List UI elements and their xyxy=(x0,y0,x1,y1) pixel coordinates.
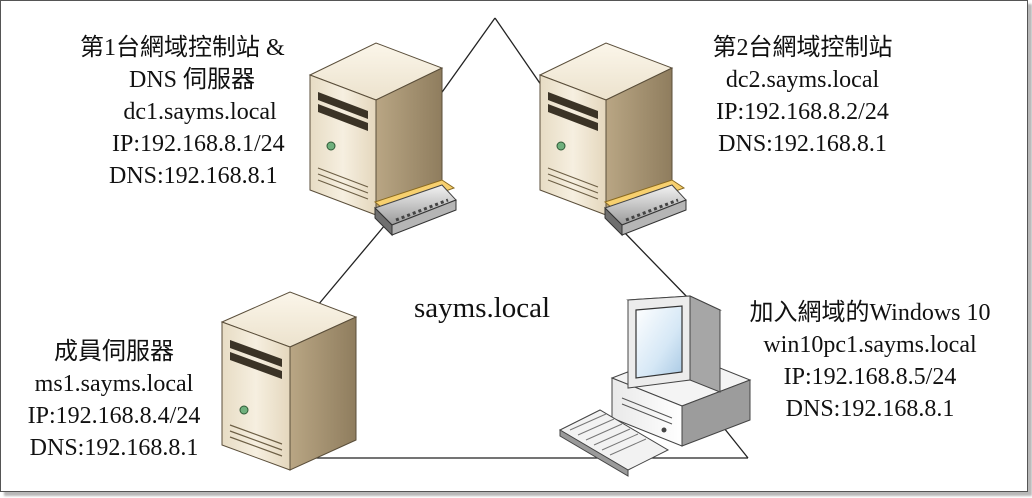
dc2-title: 第2台網域控制站 xyxy=(712,35,893,61)
domain-name-label: sayms.local xyxy=(414,292,551,324)
dc1-dns: DNS:192.168.8.1 xyxy=(108,163,278,189)
client-label: 加入網域的Windows 10 win10pc1.sayms.local IP:… xyxy=(724,297,1016,425)
link-dc1-top xyxy=(439,17,496,96)
dc1-title-line1: 第1台網域控制站 & xyxy=(80,35,285,61)
link-dc2-top xyxy=(494,17,549,96)
dc1-hostname: dc1.sayms.local xyxy=(123,99,277,125)
link-dc1-ms1 xyxy=(317,224,386,306)
client-pc-icon xyxy=(558,295,752,477)
ms1-hostname: ms1.sayms.local xyxy=(34,371,194,397)
dc2-dns: DNS:192.168.8.1 xyxy=(718,131,887,157)
dc1-label: 第1台網域控制站 & DNS 伺服器 dc1.sayms.local IP:19… xyxy=(80,32,285,192)
client-dns: DNS:192.168.8.1 xyxy=(785,396,955,422)
dc1-title-line2: DNS 伺服器 xyxy=(129,67,256,93)
ms1-ip: IP:192.168.8.4/24 xyxy=(27,403,201,429)
dc1-server-icon xyxy=(308,42,444,216)
network-links xyxy=(288,17,749,459)
dc1-ip: IP:192.168.8.1/24 xyxy=(111,131,285,157)
client-ip: IP:192.168.8.5/24 xyxy=(783,364,957,390)
link-dc2-client xyxy=(623,231,691,301)
dc2-ip: IP:192.168.8.2/24 xyxy=(716,99,889,125)
dc2-hostname: dc2.sayms.local xyxy=(725,67,880,93)
client-hostname: win10pc1.sayms.local xyxy=(763,332,977,358)
dc1-network-hub-icon xyxy=(373,179,457,237)
ms1-title: 成員伺服器 xyxy=(54,339,174,365)
dc2-network-hub-icon xyxy=(603,179,687,237)
dc2-label: 第2台網域控制站 dc2.sayms.local IP:192.168.8.2/… xyxy=(700,32,905,160)
ms1-dns: DNS:192.168.8.1 xyxy=(29,435,199,461)
member-server-icon xyxy=(220,291,358,471)
member-server-label: 成員伺服器 ms1.sayms.local IP:192.168.8.4/24 … xyxy=(14,336,214,464)
client-title: 加入網域的Windows 10 xyxy=(749,300,991,326)
